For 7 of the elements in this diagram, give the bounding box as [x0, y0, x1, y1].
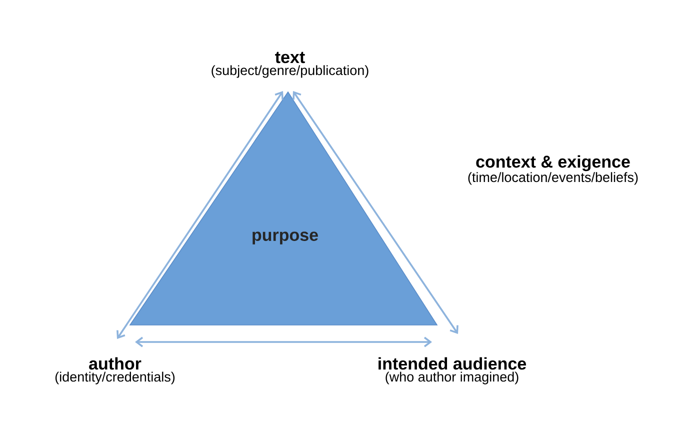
vertex-label: intended audience (who author imagined): [378, 357, 526, 384]
vertex-label: context & exigence (time/location/events/beliefs): [468, 155, 638, 185]
vertex-label: text (subject/genre/publication): [212, 52, 368, 78]
double-arrow: [292, 91, 458, 334]
double-arrow: [116, 91, 284, 339]
vertex-label: author (identity/credentials): [55, 357, 175, 384]
double-arrow: [135, 336, 432, 348]
